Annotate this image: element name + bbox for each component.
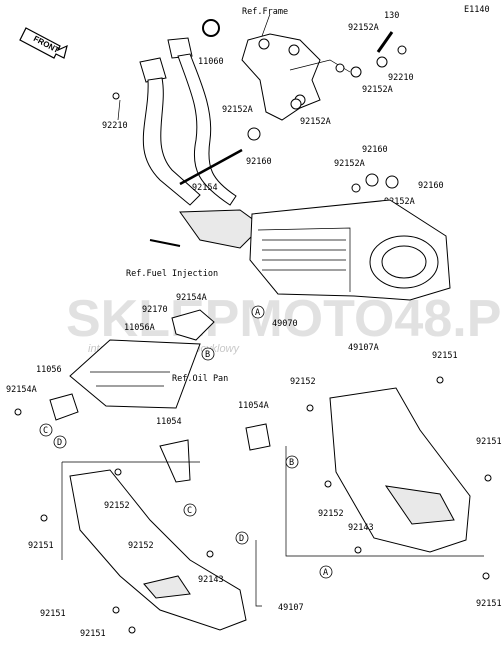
bolt-92151-b [484, 474, 492, 482]
bolt-130 [335, 31, 407, 78]
callout-c-2: C [183, 503, 197, 517]
svg-text:A: A [323, 568, 328, 578]
label-11056a: 11056A [124, 323, 155, 333]
label-92154: 92154 [192, 183, 218, 193]
label-92151-r3: 92151 [476, 599, 502, 609]
label-92151-l2: 92151 [40, 609, 66, 619]
label-11056: 11056 [36, 365, 62, 375]
label-92152a-mid2: 92152A [300, 117, 331, 127]
front-arrow-icon: FRONT [19, 27, 68, 59]
bracket-11054a [245, 423, 271, 451]
callout-d-1: D [53, 435, 67, 449]
callout-d-2: D [235, 531, 249, 545]
o2-sensor [149, 239, 181, 247]
label-92152a-d: 92152A [384, 197, 415, 207]
gasket-11060 [202, 19, 220, 37]
washer-92160-a [247, 127, 261, 141]
grommet-92143-b [354, 546, 362, 554]
label-92143-r: 92143 [348, 523, 374, 533]
label-49070: 49070 [272, 319, 298, 329]
label-11054a: 11054A [238, 401, 269, 411]
label-92152a-r2: 92152A [362, 85, 393, 95]
label-92152-l2: 92152 [128, 541, 154, 551]
label-92154a: 92154A [176, 293, 207, 303]
ref-fuel-injection: Ref.Fuel Injection [126, 269, 218, 279]
washer-92152a-c [351, 183, 361, 193]
label-92151-l1: 92151 [28, 541, 54, 551]
washer-92160-c [385, 175, 399, 189]
label-92152-r: 92152 [290, 377, 316, 387]
svg-text:C: C [187, 506, 192, 516]
label-11060: 11060 [198, 57, 224, 67]
svg-text:C: C [43, 426, 48, 436]
ref-oil-pan: Ref.Oil Pan [172, 374, 228, 384]
svg-text:A: A [255, 308, 260, 318]
callout-a-1: A [251, 305, 265, 319]
svg-text:D: D [57, 438, 62, 448]
bracket-11056a [171, 309, 215, 341]
washer-92152-b [324, 480, 332, 488]
callout-b-2: B [285, 455, 299, 469]
grommet-92143 [206, 550, 214, 558]
washer-92152-d [114, 468, 122, 476]
bracket-11056 [49, 393, 79, 421]
cover-49107 [69, 469, 247, 631]
callout-b-1: B [201, 347, 215, 361]
nut-92210 [112, 92, 120, 100]
label-92154a-l: 92154A [6, 385, 37, 395]
label-11054: 11054 [156, 417, 182, 427]
washer-92152a-mid [290, 98, 302, 110]
bolt-92154 [179, 148, 243, 186]
label-92152a-mid: 92152A [222, 105, 253, 115]
label-92152a-top: 92152A [348, 23, 379, 33]
label-92151-r2: 92151 [476, 437, 502, 447]
label-92210-left: 92210 [102, 121, 128, 131]
label-92210-right: 92210 [388, 73, 414, 83]
label-130: 130 [384, 11, 399, 21]
watermark-brand: SKLEPMOTO48.PL [66, 290, 504, 348]
label-92160-c: 92160 [418, 181, 444, 191]
bracket-11054 [159, 439, 191, 483]
label-92151-r1: 92151 [432, 351, 458, 361]
svg-text:B: B [205, 350, 210, 360]
label-92160-a: 92160 [246, 157, 272, 167]
label-92152-r2: 92152 [318, 509, 344, 519]
washer-92160-b [365, 173, 379, 187]
cover-49107a [329, 387, 471, 553]
label-92170: 92170 [142, 305, 168, 315]
callout-a-2: A [319, 565, 333, 579]
exhaust-header-pipes [139, 37, 263, 249]
bolt-92151-f [128, 626, 136, 634]
label-49107: 49107 [278, 603, 304, 613]
label-92152a-c: 92152A [334, 159, 365, 169]
label-92152-l: 92152 [104, 501, 130, 511]
washer-92152-c [306, 404, 314, 412]
svg-text:D: D [239, 534, 244, 544]
label-92151-l3: 92151 [80, 629, 106, 639]
svg-text:B: B [289, 458, 294, 468]
bolt-92151-a [436, 376, 444, 384]
callout-c-1: C [39, 423, 53, 437]
bolt-92151-d [40, 514, 48, 522]
frame-bracket [241, 13, 351, 121]
oil-pan [69, 339, 201, 409]
label-92160-b: 92160 [362, 145, 388, 155]
bolt-92151-e [112, 606, 120, 614]
bolt-92154a [14, 408, 22, 416]
diagram-code: E1140 [464, 5, 490, 15]
muffler-49070 [249, 199, 451, 301]
ref-frame: Ref.Frame [242, 7, 288, 17]
label-49107a: 49107A [348, 343, 379, 353]
label-92143-l: 92143 [198, 575, 224, 585]
bolt-92151-c [482, 572, 490, 580]
